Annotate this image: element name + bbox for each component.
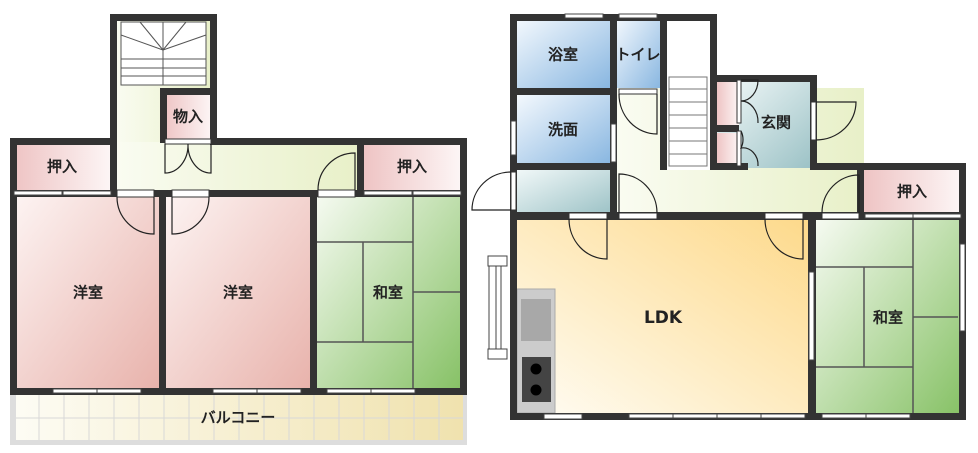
- label-storage: 物入: [173, 108, 203, 126]
- door-hall-ldk: [618, 212, 658, 220]
- label-western-room-2: 洋室: [223, 284, 253, 302]
- entrance-door: [810, 101, 817, 141]
- kitchen-counter: [516, 288, 556, 414]
- western-room-1: [14, 194, 160, 390]
- doors-1f: [471, 79, 860, 260]
- door-western-2: [171, 189, 210, 198]
- burner-icon: [530, 384, 542, 396]
- label-balcony: バルコニー: [201, 409, 276, 427]
- bay-window: [487, 255, 508, 360]
- floor-2f: 押入 物入 押入 洋室 洋室 和室 バルコニー: [10, 14, 467, 445]
- windows-2f: [13, 190, 462, 394]
- closet-right-room: [364, 142, 462, 192]
- label-closet-1f: 押入: [897, 183, 927, 201]
- doors-2f: [116, 138, 356, 235]
- windows-1f: [510, 13, 966, 420]
- shoe-closet-2: [717, 133, 739, 165]
- shoe-closet-1: [717, 82, 739, 125]
- bathroom: [514, 18, 612, 90]
- sink: [521, 299, 551, 341]
- tatami-lines-1f: [816, 220, 958, 413]
- utility-room: [514, 168, 612, 214]
- staircase-1f: [668, 76, 708, 167]
- tatami-lines-2f: [316, 194, 460, 388]
- shoe-closet-door: [736, 79, 742, 124]
- toilet: [614, 18, 662, 90]
- label-western-room-1: 洋室: [73, 284, 103, 302]
- label-japanese-room-2f: 和室: [373, 284, 403, 302]
- label-closet-left: 押入: [47, 158, 77, 176]
- door-storage: [164, 138, 212, 145]
- door-utility: [510, 171, 517, 211]
- closet-left-room: [14, 142, 112, 192]
- door-western-1: [116, 189, 155, 198]
- label-bathroom: 浴室: [548, 46, 578, 64]
- label-japanese-room-1f: 和室: [873, 309, 903, 327]
- storage-room: [164, 93, 212, 143]
- washroom: [514, 94, 612, 166]
- ldk-room: [514, 218, 810, 416]
- hallway-2f: [114, 142, 360, 192]
- door-japanese-2f: [317, 189, 356, 198]
- staircase-2f: [120, 21, 207, 86]
- closet-1f: [864, 168, 962, 214]
- label-toilet: トイレ: [615, 46, 660, 64]
- label-closet-right: 押入: [397, 158, 427, 176]
- label-washroom: 洗面: [548, 121, 578, 139]
- balcony: [10, 395, 467, 445]
- door-ldk-left: [568, 212, 608, 220]
- label-entrance: 玄関: [761, 114, 791, 132]
- western-room-2: [164, 194, 312, 390]
- door-ldk-right: [764, 212, 804, 220]
- floor-1f: 浴室 トイレ 洗面 玄関 押入 LDK 和室: [471, 13, 966, 420]
- door-japanese-1f: [821, 212, 860, 220]
- label-ldk: LDK: [644, 308, 683, 328]
- door-toilet: [618, 88, 658, 95]
- burner-icon: [530, 363, 542, 375]
